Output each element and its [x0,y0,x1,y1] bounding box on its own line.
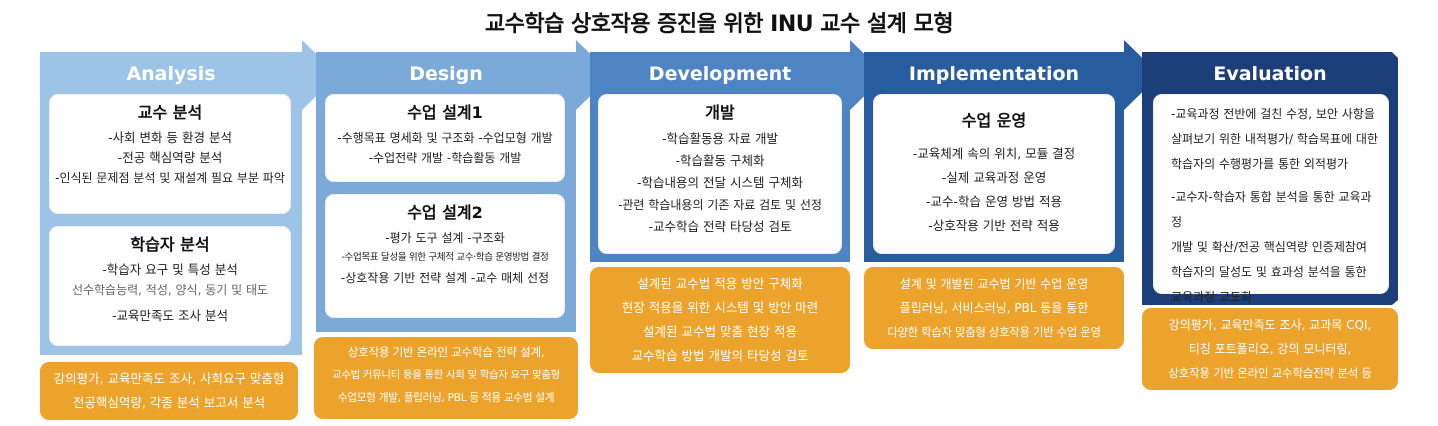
implementation-box: 수업 운영 -교육체계 속의 위치, 모듈 결정 -실제 교육과정 운영 -교수… [873,94,1115,254]
analysis-teaching-line: -전공 핵심역량 분석 [117,150,223,165]
evaluation-orange-line: 상호작용 기반 온라인 교수학습전략 분석 등 [1168,366,1372,380]
design-orange-line: 교수법 커뮤니티 등을 통한 사회 및 학습자 요구 맞춤형 [332,369,560,381]
analysis-learner-sub: 선수학습능력, 적성, 양식, 동기 및 태도 [71,283,269,297]
design-2-line: -수업목표 달성을 위한 구체적 교수·학습 운영방법 결정 [341,252,549,263]
evaluation-line: 학습자의 달성도 및 효과성 분석을 통한 [1171,265,1367,279]
development-line: -학습활동 구체화 [675,153,765,168]
implementation-line: -상호작용 기반 전략 적용 [928,218,1060,233]
evaluation-line: -교수자-학습자 통합 분석을 통한 교육과정 [1171,190,1372,229]
development-orange-line: 설계된 교수법 적용 방안 구체화 [637,276,803,291]
evaluation-line: 살펴보기 위한 내적평가/ 학습목표에 대한 [1171,132,1378,146]
evaluation-orange-line: 강의평가, 교육만족도 조사, 교과목 CQI, [1168,318,1372,332]
development-orange-box: 설계된 교수법 적용 방안 구체화 현장 적용을 위한 시스템 및 방안 마련 … [590,267,850,373]
development-orange-line: 교수학습 방법 개발의 타당성 검토 [631,348,809,363]
analysis-orange-box: 강의평가, 교육만족도 조사, 사회요구 맞춤형 전공핵심역량, 각종 분석 보… [40,362,298,420]
evaluation-line: 교육과정 고도화 [1171,290,1253,304]
design-2-box: 수업 설계2 -평가 도구 설계 -구조화 -수업목표 달성을 위한 구체적 교… [325,194,565,318]
implementation-line: -교수-학습 운영 방법 적용 [926,194,1062,209]
development-line: -교수학습 전략 타당성 검토 [648,219,792,234]
development-box: 개발 -학습활동용 자료 개발 -학습활동 구체화 -학습내용의 전달 시스템 … [598,94,842,254]
implementation-orange-line: 플립러닝, 서비스러닝, PBL 등을 통한 [899,301,1089,315]
analysis-teaching-line: -인식된 문제점 분석 및 재설계 필요 부분 파악 [55,171,285,185]
analysis-teaching-line: -사회 변화 등 환경 분석 [108,130,232,145]
analysis-orange-line: 전공핵심역량, 각종 분석 보고서 분석 [72,395,266,410]
stage-label-analysis: Analysis [126,63,216,85]
stage-label-design: Design [409,63,483,85]
evaluation-line: 학습자의 수행평가를 통한 외적평가 [1171,157,1349,171]
evaluation-orange-line: 티칭 포트폴리오, 강의 모니터링, [1188,342,1352,356]
design-orange-box: 상호작용 기반 온라인 교수학습 전략 설계, 교수법 커뮤니티 등을 통한 사… [314,337,578,419]
analysis-learner-box: 학습자 분석 -학습자 요구 및 특성 분석 선수학습능력, 적성, 양식, 동… [49,226,291,346]
diagram-title: 교수학습 상호작용 증진을 위한 INU 교수 설계 모형 [484,12,954,37]
analysis-learner-line: -학습자 요구 및 특성 분석 [102,262,238,277]
design-1-line: -수행목표 명세화 및 구조화 -수업모형 개발 [337,131,553,145]
evaluation-line: 개발 및 확산/전공 핵심역량 인증제참여 [1171,240,1367,254]
design-2-line: -평가 도구 설계 -구조화 [385,231,505,245]
design-2-heading: 수업 설계2 [407,203,483,222]
analysis-learner-line: -교육만족도 조사 분석 [112,308,228,323]
stage-label-development: Development [648,63,792,85]
implementation-orange-line: 설계 및 개발된 교수법 기반 수업 운영 [899,277,1089,291]
implementation-orange-line: 다양한 학습자 맞춤형 상호작용 기반 수업 운영 [887,325,1101,339]
design-1-box: 수업 설계1 -수행목표 명세화 및 구조화 -수업모형 개발 -수업전략 개발… [325,94,565,182]
evaluation-line: -교육과정 전반에 걸친 수정, 보안 사항을 [1171,107,1375,121]
design-1-heading: 수업 설계1 [407,103,483,122]
development-line: -관련 학습내용의 기존 자료 검토 및 선정 [618,198,822,212]
evaluation-box: -교육과정 전반에 걸친 수정, 보안 사항을 살펴보기 위한 내적평가/ 학습… [1153,94,1389,304]
design-orange-line: 수업모형 개발, 플립러닝, PBL 등 적용 교수법 설계 [337,392,555,404]
development-heading: 개발 [705,103,735,122]
design-1-line: -수업전략 개발 -학습활동 개발 [368,151,522,165]
design-orange-line: 상호작용 기반 온라인 교수학습 전략 설계, [347,345,545,359]
stage-label-implementation: Implementation [908,63,1080,85]
implementation-line: -실제 교육과정 운영 [941,170,1047,185]
design-2-line: -상호작용 기반 전략 설계 -교수 매체 선정 [340,271,550,285]
analysis-orange-line: 강의평가, 교육만족도 조사, 사회요구 맞춤형 [53,371,285,386]
implementation-orange-box: 설계 및 개발된 교수법 기반 수업 운영 플립러닝, 서비스러닝, PBL 등… [864,267,1124,349]
development-orange-line: 현장 적용을 위한 시스템 및 방안 마련 [621,300,819,315]
implementation-heading: 수업 운영 [961,111,1027,130]
analysis-teaching-heading: 교수 분석 [137,103,203,122]
development-line: -학습내용의 전달 시스템 구체화 [637,175,803,190]
stage-label-evaluation: Evaluation [1213,63,1327,85]
implementation-line: -교육체계 속의 위치, 모듈 결정 [912,146,1076,161]
analysis-teaching-box: 교수 분석 -사회 변화 등 환경 분석 -전공 핵심역량 분석 -인식된 문제… [49,94,291,214]
analysis-learner-heading: 학습자 분석 [130,235,210,254]
development-orange-line: 설계된 교수법 맞춤 현장 적용 [643,324,797,339]
evaluation-orange-box: 강의평가, 교육만족도 조사, 교과목 CQI, 티칭 포트폴리오, 강의 모니… [1142,308,1398,390]
development-line: -학습활동용 자료 개발 [662,131,778,146]
